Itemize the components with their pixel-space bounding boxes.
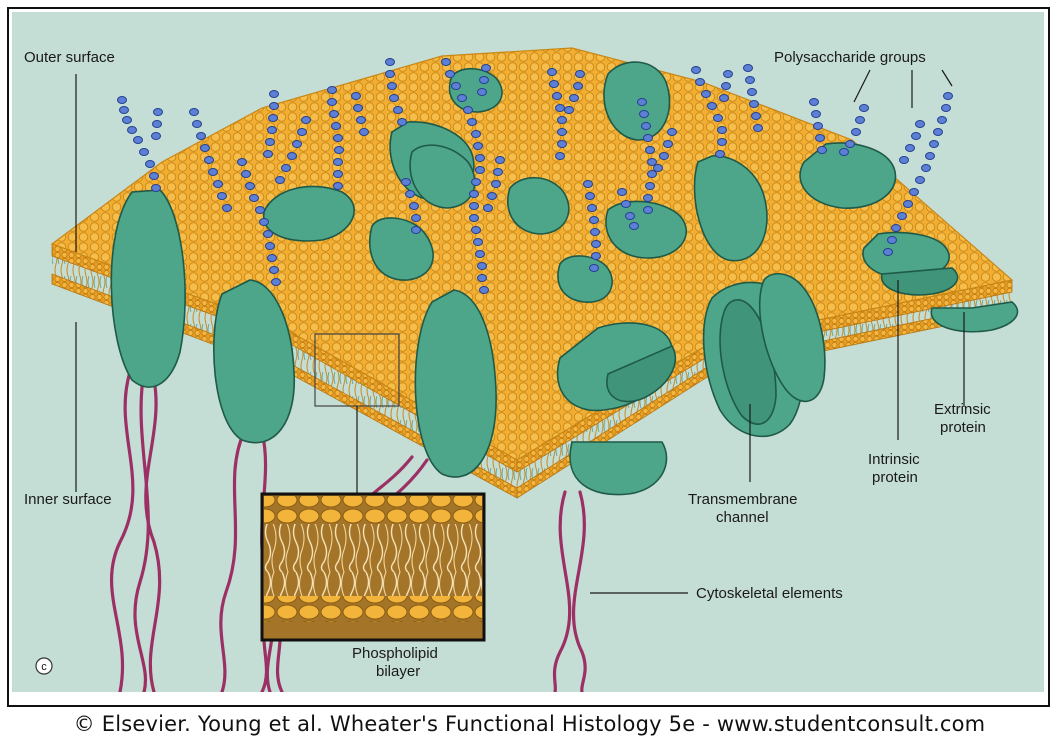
cell-membrane-diagram: Outer surface Polysaccharide groups Inne… bbox=[12, 12, 1044, 692]
label-inner-surface: Inner surface bbox=[24, 491, 112, 508]
label-phospholipid-line1: Phospholipid bbox=[352, 645, 438, 662]
label-intrinsic-line1: Intrinsic bbox=[868, 451, 920, 468]
label-cytoskeletal-elements: Cytoskeletal elements bbox=[696, 585, 843, 602]
label-extrinsic-line1: Extrinsic bbox=[934, 401, 991, 418]
label-extrinsic-line2: protein bbox=[940, 419, 986, 436]
copyright-credit: © Elsevier. Young et al. Wheater's Funct… bbox=[0, 712, 1059, 736]
label-intrinsic-line2: protein bbox=[872, 469, 918, 486]
phospholipid-inset bbox=[262, 494, 484, 640]
panel-letter: c bbox=[41, 661, 47, 673]
panel-letter-badge: c bbox=[36, 658, 52, 674]
label-outer-surface: Outer surface bbox=[24, 49, 115, 66]
label-phospholipid-line2: bilayer bbox=[376, 663, 420, 680]
label-transmembrane-line2: channel bbox=[716, 509, 769, 526]
label-polysaccharide-groups: Polysaccharide groups bbox=[774, 49, 926, 66]
label-transmembrane-line1: Transmembrane bbox=[688, 491, 797, 508]
